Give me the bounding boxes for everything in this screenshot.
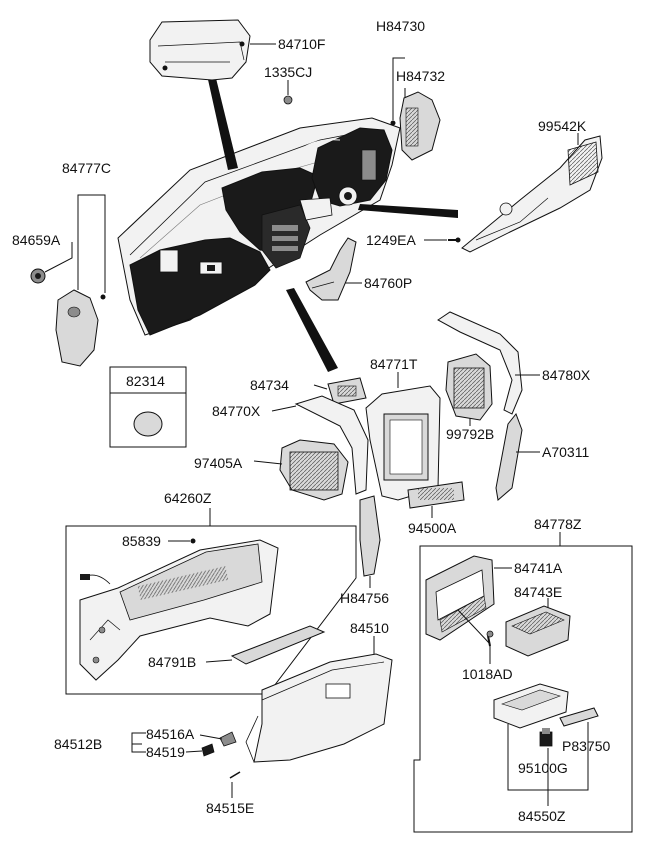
label-95100G: 95100G: [518, 760, 568, 776]
part-94500A-switch: [407, 481, 465, 509]
part-84510-glove-box: [245, 653, 393, 763]
crash-pad-main-panel: [117, 117, 401, 336]
part-84760P-bracket: [305, 237, 357, 301]
part-84778Z-group-frame: [413, 545, 633, 833]
label-H84756: H84756: [340, 590, 390, 606]
part-84734-bracket: [327, 377, 367, 405]
label-97405A: 97405A: [194, 455, 243, 471]
part-1335CJ-clip: [283, 95, 293, 105]
leader-84734: [313, 384, 328, 390]
label-85839: 85839: [122, 533, 161, 549]
leader-84519: [185, 750, 203, 753]
part-84770X-garnish: [294, 395, 369, 495]
part-H84732-side-cover: [399, 91, 441, 161]
pointer-84710F: [205, 66, 238, 170]
leader-H84730: [392, 57, 405, 120]
part-84771T-center-fascia: [365, 385, 441, 501]
part-82314-cap-box: [109, 366, 187, 448]
leader-84516A: [199, 734, 223, 740]
part-84516A-latch: [219, 731, 237, 747]
label-84760P: 84760P: [364, 275, 413, 291]
label-84743E: 84743E: [514, 584, 563, 600]
part-84780X-garnish: [437, 311, 523, 415]
label-P83750: P83750: [562, 738, 611, 754]
label-1335CJ: 1335CJ: [264, 64, 313, 80]
label-84512B: 84512B: [54, 736, 103, 752]
part-H84730-screw: [390, 120, 396, 126]
leader-97405A: [253, 460, 283, 465]
label-84516A: 84516A: [146, 726, 195, 742]
label-84510: 84510: [350, 620, 389, 636]
label-64260Z: 64260Z: [164, 490, 212, 506]
label-H84732: H84732: [396, 68, 446, 84]
part-84741A-tray-frame: [425, 555, 495, 641]
label-84710F: 84710F: [278, 36, 326, 52]
part-97405A-air-vent: [279, 439, 349, 501]
part-84515E-damper: [229, 771, 241, 779]
part-H84756-strip: [359, 495, 381, 577]
leader-84777C: [77, 194, 106, 293]
part-95100G-socket: [539, 728, 553, 747]
part-84791B-pad: [230, 625, 326, 665]
part-84777C-side-cover: [55, 289, 99, 367]
label-84777C: 84777C: [62, 160, 112, 176]
label-99542K: 99542K: [538, 118, 587, 134]
part-tray-84550Z: [493, 683, 569, 729]
part-85839-clip: [190, 538, 196, 544]
label-1018AD: 1018AD: [462, 666, 513, 682]
leader-84659A: [44, 242, 73, 273]
part-A70311-strip: [495, 413, 523, 501]
label-84659A: 84659A: [12, 232, 61, 248]
label-99792B: 99792B: [446, 426, 495, 442]
label-H84730: H84730: [376, 18, 426, 34]
label-82314: 82314: [126, 373, 165, 389]
label-84780X: 84780X: [542, 367, 591, 383]
label-94500A: 94500A: [408, 520, 457, 536]
part-84519-stopper: [201, 743, 215, 757]
leader-1018AD: [457, 609, 491, 664]
label-84791B: 84791B: [148, 654, 197, 670]
part-1249EA-bolt: [448, 237, 461, 243]
leader-84791B: [205, 659, 233, 663]
label-84778Z: 84778Z: [534, 516, 582, 532]
leader-84512B-upper: [131, 732, 146, 745]
leader-84770X: [271, 405, 297, 412]
label-84734: 84734: [250, 377, 289, 393]
leader-84512B-lower: [131, 744, 146, 753]
part-84777C-clip: [100, 294, 106, 300]
label-84741A: 84741A: [514, 560, 563, 576]
part-84710F-airbag-module: [149, 19, 251, 81]
part-glove-box-housing: [79, 539, 279, 681]
label-84515E: 84515E: [206, 800, 255, 816]
label-84770X: 84770X: [212, 403, 261, 419]
part-P83750-plug: [559, 707, 599, 727]
label-84519: 84519: [146, 744, 185, 760]
label-84771T: 84771T: [370, 356, 418, 372]
pointer-99542K: [358, 204, 458, 218]
label-1249EA: 1249EA: [366, 232, 416, 248]
part-99792B-air-vent: [445, 353, 493, 421]
part-84659A-grommet: [30, 268, 46, 284]
label-84550Z: 84550Z: [518, 808, 566, 824]
label-A70311: A70311: [542, 444, 590, 460]
part-99542K-lower-panel: [461, 135, 603, 253]
pointer-center-fascia: [286, 288, 338, 372]
part-84743E-pocket: [505, 605, 571, 657]
